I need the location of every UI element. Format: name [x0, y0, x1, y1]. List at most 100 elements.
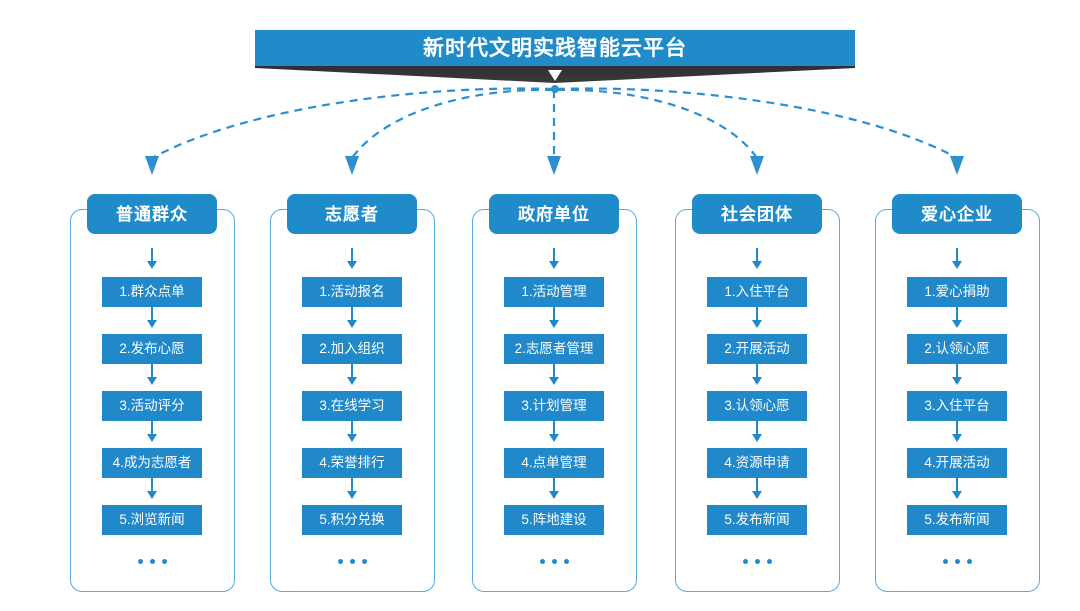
column-header-label: 爱心企业: [921, 204, 993, 224]
flow-arrow-c3-4: [549, 478, 559, 499]
flow-item-label: 3.活动评分: [119, 398, 185, 414]
column-header-4[interactable]: 社会团体: [692, 194, 822, 234]
flow-arrow-c4-1: [752, 307, 762, 328]
ellipsis-dot: [954, 558, 960, 564]
flow-item-label: 3.认领心愿: [724, 398, 790, 414]
flow-item-label: 1.活动管理: [521, 284, 587, 300]
flow-arrow-header-to-item-4: [752, 248, 762, 269]
flow-item-c4-4[interactable]: 4.资源申请: [707, 448, 807, 478]
flow-item-label: 3.入住平台: [924, 398, 990, 414]
flow-item-label: 3.计划管理: [521, 398, 587, 414]
flow-item-c2-4[interactable]: 4.荣誉排行: [302, 448, 402, 478]
ellipsis-dot: [539, 558, 545, 564]
flow-arrow-c5-1: [952, 307, 962, 328]
flow-arrow-c4-3: [752, 421, 762, 442]
column-header-3[interactable]: 政府单位: [489, 194, 619, 234]
flow-item-c1-4[interactable]: 4.成为志愿者: [102, 448, 202, 478]
column-header-label: 政府单位: [518, 204, 590, 224]
flow-item-c4-3[interactable]: 3.认领心愿: [707, 391, 807, 421]
flow-item-label: 5.积分兑换: [319, 512, 385, 528]
flow-item-label: 2.发布心愿: [119, 341, 185, 357]
flow-arrow-c4-2: [752, 364, 762, 385]
column-header-label: 社会团体: [721, 204, 793, 224]
flow-item-c2-1[interactable]: 1.活动报名: [302, 277, 402, 307]
flow-arrow-c3-3: [549, 421, 559, 442]
flow-item-label: 5.发布新闻: [724, 512, 790, 528]
flow-item-label: 1.爱心捐助: [924, 284, 990, 300]
flow-item-label: 4.点单管理: [521, 455, 587, 471]
flow-arrow-c2-4: [347, 478, 357, 499]
flow-item-c5-2[interactable]: 2.认领心愿: [907, 334, 1007, 364]
column-header-label: 普通群众: [116, 204, 188, 224]
ellipsis-dot: [137, 558, 143, 564]
flow-item-c3-4[interactable]: 4.点单管理: [504, 448, 604, 478]
ellipsis-dot: [966, 558, 972, 564]
flow-arrow-c2-1: [347, 307, 357, 328]
flow-item-label: 1.入住平台: [724, 284, 790, 300]
flow-item-c5-1[interactable]: 1.爱心捐助: [907, 277, 1007, 307]
column-header-label: 志愿者: [325, 204, 379, 224]
flow-arrow-c2-3: [347, 421, 357, 442]
flow-item-c3-3[interactable]: 3.计划管理: [504, 391, 604, 421]
flow-arrow-header-to-item-1: [147, 248, 157, 269]
flow-item-c5-3[interactable]: 3.入住平台: [907, 391, 1007, 421]
flow-item-c4-1[interactable]: 1.入住平台: [707, 277, 807, 307]
flow-item-label: 5.阵地建设: [521, 512, 587, 528]
column-header-5[interactable]: 爱心企业: [892, 194, 1022, 234]
flow-item-c3-1[interactable]: 1.活动管理: [504, 277, 604, 307]
flow-item-label: 2.开展活动: [724, 341, 790, 357]
more-items-ellipsis-2: [302, 553, 402, 569]
flow-item-c2-3[interactable]: 3.在线学习: [302, 391, 402, 421]
more-items-ellipsis-3: [504, 553, 604, 569]
flow-arrow-c1-2: [147, 364, 157, 385]
flow-arrow-c1-3: [147, 421, 157, 442]
flow-item-label: 1.活动报名: [319, 284, 385, 300]
flow-item-label: 4.成为志愿者: [112, 455, 192, 471]
ellipsis-dot: [349, 558, 355, 564]
column-header-2[interactable]: 志愿者: [287, 194, 417, 234]
platform-title-bar: 新时代文明实践智能云平台: [255, 30, 855, 66]
flow-item-c1-3[interactable]: 3.活动评分: [102, 391, 202, 421]
ellipsis-dot: [361, 558, 367, 564]
flow-arrow-c5-2: [952, 364, 962, 385]
flow-item-c2-2[interactable]: 2.加入组织: [302, 334, 402, 364]
flow-item-label: 4.荣誉排行: [319, 455, 385, 471]
flow-item-label: 2.加入组织: [319, 341, 385, 357]
flow-item-c5-5[interactable]: 5.发布新闻: [907, 505, 1007, 535]
flow-arrow-c3-1: [549, 307, 559, 328]
flow-item-c5-4[interactable]: 4.开展活动: [907, 448, 1007, 478]
flow-arrow-c3-2: [549, 364, 559, 385]
flow-item-c1-1[interactable]: 1.群众点单: [102, 277, 202, 307]
flow-arrow-c2-2: [347, 364, 357, 385]
more-items-ellipsis-1: [102, 553, 202, 569]
ellipsis-dot: [742, 558, 748, 564]
platform-title-banner: 新时代文明实践智能云平台: [255, 30, 855, 83]
flow-item-c2-5[interactable]: 5.积分兑换: [302, 505, 402, 535]
flow-item-label: 3.在线学习: [319, 398, 385, 414]
ellipsis-dot: [551, 558, 557, 564]
ellipsis-dot: [337, 558, 343, 564]
ellipsis-dot: [754, 558, 760, 564]
flow-item-c4-2[interactable]: 2.开展活动: [707, 334, 807, 364]
flow-item-c1-5[interactable]: 5.浏览新闻: [102, 505, 202, 535]
ellipsis-dot: [149, 558, 155, 564]
flow-item-c3-5[interactable]: 5.阵地建设: [504, 505, 604, 535]
more-items-ellipsis-4: [707, 553, 807, 569]
flow-item-label: 1.群众点单: [119, 284, 185, 300]
flow-item-c4-5[interactable]: 5.发布新闻: [707, 505, 807, 535]
flow-arrow-header-to-item-5: [952, 248, 962, 269]
banner-ribbon-tail-icon: [255, 66, 855, 83]
flow-item-label: 4.资源申请: [724, 455, 790, 471]
flow-item-label: 2.认领心愿: [924, 341, 990, 357]
flow-arrow-header-to-item-3: [549, 248, 559, 269]
flow-arrow-header-to-item-2: [347, 248, 357, 269]
ellipsis-dot: [766, 558, 772, 564]
column-header-1[interactable]: 普通群众: [87, 194, 217, 234]
flow-item-c3-2[interactable]: 2.志愿者管理: [504, 334, 604, 364]
flow-item-label: 2.志愿者管理: [514, 341, 594, 357]
flow-item-label: 4.开展活动: [924, 455, 990, 471]
flow-item-c1-2[interactable]: 2.发布心愿: [102, 334, 202, 364]
ellipsis-dot: [942, 558, 948, 564]
